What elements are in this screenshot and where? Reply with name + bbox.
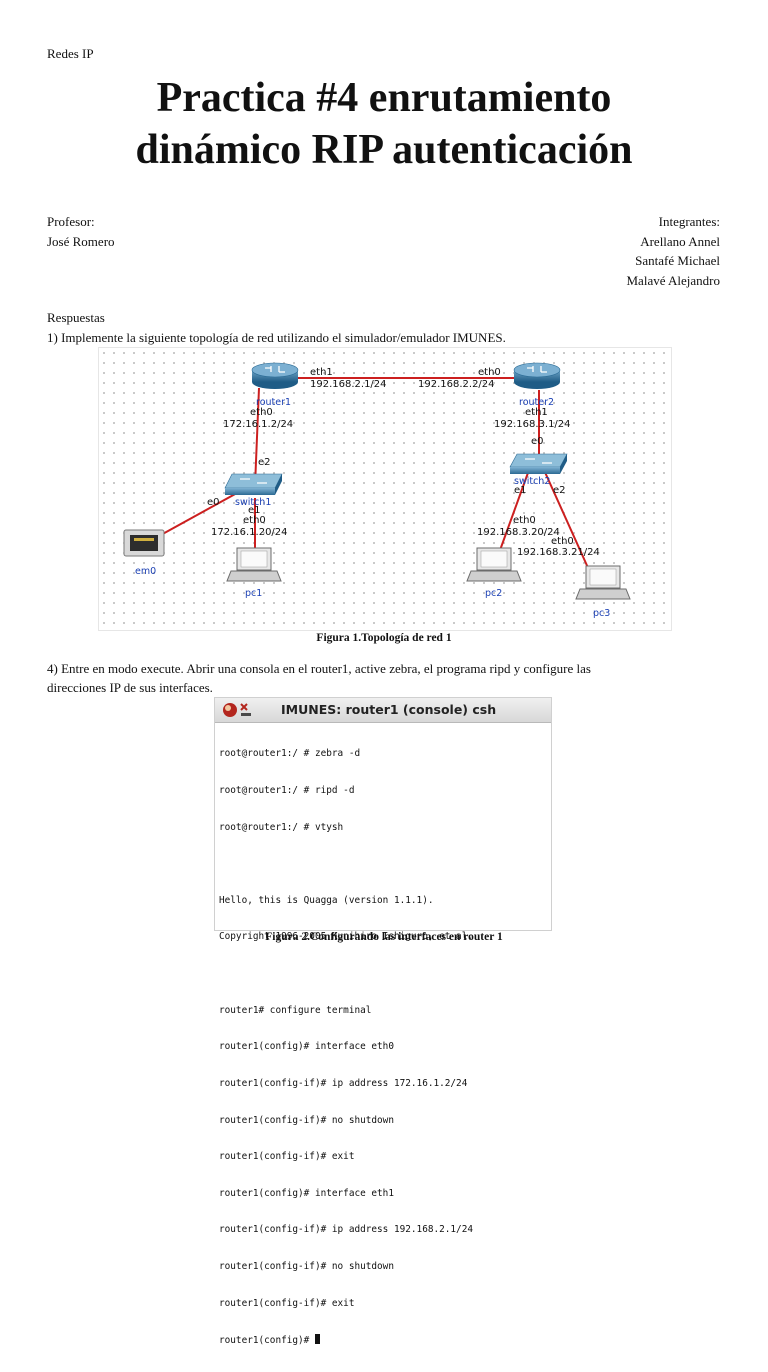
router1-icon[interactable] — [251, 362, 299, 389]
console-line: root@router1:/ # vtysh — [219, 821, 344, 833]
sw2-e1-label: e1 — [514, 485, 527, 496]
link-switch1-em0 — [158, 492, 238, 537]
r1-eth1-label: eth1 — [310, 367, 333, 378]
console-line: Hello, this is Quagga (version 1.1.1). — [219, 894, 434, 906]
r2-eth0-ip: 192.168.2.2/24 — [418, 379, 495, 390]
pc1-eth0-label: eth0 — [243, 515, 266, 526]
console-line: router1# configure terminal — [219, 1004, 372, 1016]
topology-figure: router1 router2 switch1 switch2 — [98, 347, 672, 631]
router1-label: router1 — [256, 397, 291, 408]
console-line — [219, 968, 547, 980]
r2-eth0-label: eth0 — [478, 367, 501, 378]
pc3-label: pc3 — [593, 608, 610, 619]
console-line: router1(config-if)# no shutdown — [219, 1114, 394, 1126]
console-line: router1(config)# interface eth0 — [219, 1041, 394, 1053]
sw1-e0-label: e0 — [207, 497, 220, 508]
sw2-e2-label: e2 — [553, 485, 566, 496]
link-switch2-pc3 — [543, 469, 590, 571]
pc2-ip: 192.168.3.20/24 — [477, 527, 560, 538]
integrante-3: Malavé Alejandro — [626, 273, 721, 288]
console-window: IMUNES: router1 (console) csh root@route… — [214, 697, 552, 1346]
switch1-label: switch1 — [235, 497, 271, 508]
r2-eth1-ip: 192.168.3.1/24 — [494, 419, 571, 430]
sw2-e0-label: e0 — [531, 436, 544, 447]
console-line: root@router1:/ # ripd -d — [219, 785, 355, 797]
figure2-caption: Figura 2.Configurando las interfaces en … — [265, 931, 503, 943]
title-line-1: Practica #4 enrutamiento — [156, 75, 612, 121]
switch1-icon[interactable] — [224, 473, 283, 495]
pc2-icon[interactable] — [466, 547, 522, 582]
router2-label: router2 — [519, 397, 554, 408]
console-line — [219, 858, 547, 870]
r1-eth0-ip: 172.16.1.2/24 — [223, 419, 293, 430]
pc3-ip: 192.168.3.21/24 — [517, 547, 600, 558]
r2-eth1-label: eth1 — [525, 407, 548, 418]
course-header: Redes IP — [47, 46, 94, 61]
pc1-icon[interactable] — [226, 547, 282, 582]
console-titlebar: IMUNES: router1 (console) csh — [215, 698, 551, 723]
pc1-ip: 172.16.1.20/24 — [211, 527, 288, 538]
pc2-eth0-label: eth0 — [513, 515, 536, 526]
interface-labels: eth1 192.168.2.1/24 eth0 192.168.2.2/24 … — [207, 367, 600, 558]
pc3-icon[interactable] — [575, 565, 631, 600]
console-output[interactable]: root@router1:/ # zebra -d root@router1:/… — [219, 724, 547, 1372]
link-switch2-pc2 — [498, 469, 530, 554]
em0-icon[interactable] — [123, 529, 165, 557]
integrante-2: Santafé Michael — [635, 253, 720, 268]
question-4-line-1: 4) Entre en modo execute. Abrir una cons… — [47, 661, 591, 676]
profesor-name: José Romero — [47, 234, 115, 249]
topology-diagram: router1 router2 switch1 switch2 — [123, 362, 631, 619]
sw1-e2-label: e2 — [258, 457, 271, 468]
console-line: router1(config-if)# ip address 172.16.1.… — [219, 1077, 468, 1089]
switch2-label: switch2 — [514, 476, 550, 487]
console-prompt-line: router1(config)# — [219, 1334, 547, 1347]
title-line-2: dinámico RIP autenticación — [135, 127, 633, 173]
r1-eth1-ip: 192.168.2.1/24 — [310, 379, 387, 390]
console-line: router1(config-if)# exit — [219, 1151, 355, 1163]
page-title: Practica #4 enrutamiento dinámico RIP au… — [40, 72, 728, 176]
switch2-icon[interactable] — [509, 453, 568, 474]
r1-eth0-label: eth0 — [250, 407, 273, 418]
profesor-label: Profesor: — [47, 214, 95, 229]
console-prompt: router1(config)# — [219, 1335, 315, 1347]
pc1-label: pc1 — [245, 588, 262, 599]
question-4-line-2: direcciones IP de sus interfaces. — [47, 680, 213, 695]
console-title: IMUNES: router1 (console) csh — [281, 702, 497, 717]
em0-label: em0 — [135, 566, 156, 577]
pc2-label: pc2 — [485, 588, 502, 599]
figure1-caption: Figura 1.Topología de red 1 — [316, 632, 452, 644]
window-menu-icon[interactable] — [219, 699, 259, 721]
text-cursor — [314, 1334, 320, 1345]
console-line: router1(config-if)# no shutdown — [219, 1260, 394, 1272]
question-1: 1) Implemente la siguiente topología de … — [47, 330, 506, 345]
integrante-1: Arellano Annel — [640, 234, 720, 249]
integrantes-label: Integrantes: — [658, 214, 720, 229]
sw1-e1-label: e1 — [248, 505, 261, 516]
respuestas-heading: Respuestas — [47, 310, 105, 325]
console-line: router1(config-if)# exit — [219, 1297, 355, 1309]
router2-icon[interactable] — [513, 362, 561, 389]
console-line: router1(config-if)# ip address 192.168.2… — [219, 1224, 473, 1236]
pc3-eth0-label: eth0 — [551, 536, 574, 547]
console-line: Copyright 1996-2005 Kunihiro Ishiguro, e… — [219, 931, 473, 943]
link-router1-switch1 — [254, 387, 260, 487]
links — [158, 377, 590, 571]
console-line: root@router1:/ # zebra -d — [219, 748, 361, 760]
console-line: router1(config)# interface eth1 — [219, 1187, 394, 1199]
